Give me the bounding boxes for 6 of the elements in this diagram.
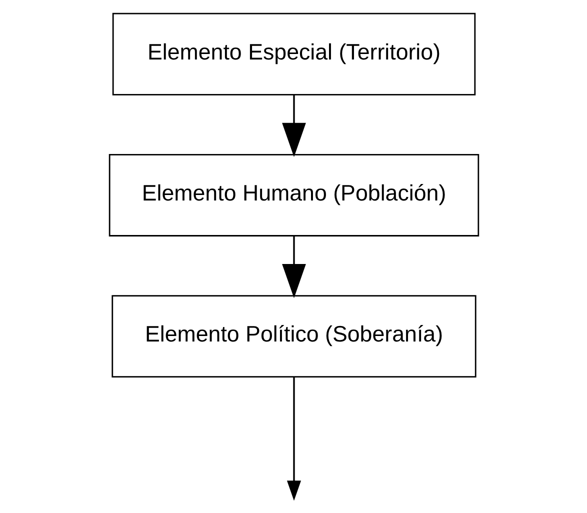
node-box: Elemento Humano (Población) xyxy=(108,154,479,236)
arrow xyxy=(282,236,306,298)
arrow xyxy=(282,94,306,158)
arrow xyxy=(286,377,301,501)
node-box: Elemento Político (Soberanía) xyxy=(111,295,476,378)
node-box: Elemento Especial (Territorio) xyxy=(112,12,476,96)
